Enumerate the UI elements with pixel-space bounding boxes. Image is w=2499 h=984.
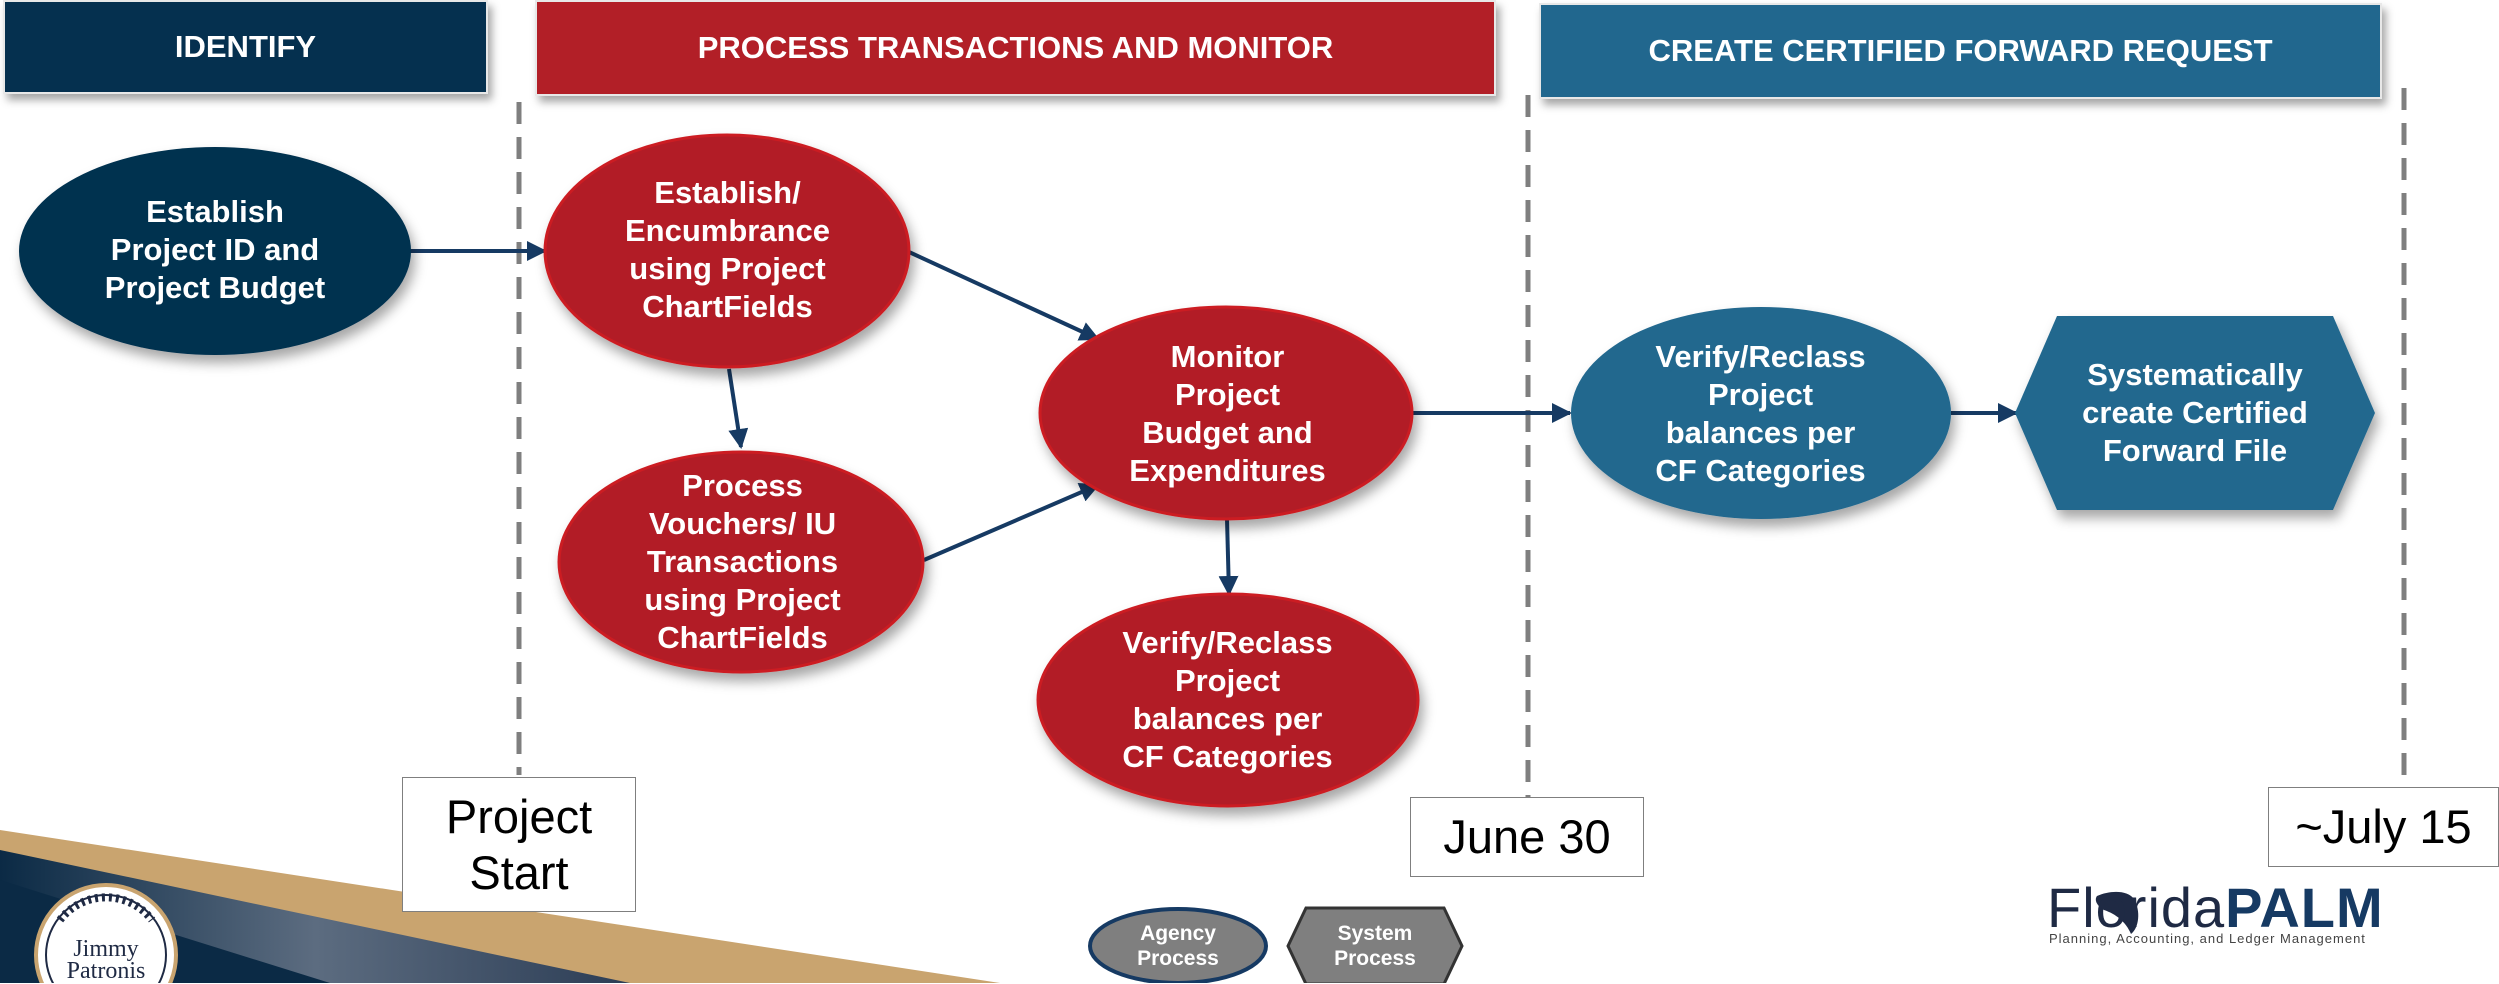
arrow-encumbrance-to-vouchers <box>727 368 749 449</box>
milestone-june-30: June 30 <box>1410 797 1644 877</box>
logo-tagline: Planning, Accounting, and Ledger Managem… <box>2049 931 2366 946</box>
milestone-project-start: Project Start <box>402 777 636 912</box>
arrow-vouchers-to-monitor <box>923 482 1100 562</box>
logo-florida: Florida <box>2047 876 2226 939</box>
cfo-seal-name: Jimmy Patronis <box>66 936 146 984</box>
arrow-monitor-to-verify <box>1218 518 1239 596</box>
cfo-seal <box>34 883 178 983</box>
legend-agency-shape <box>1088 907 1268 983</box>
florida-state-icon <box>2095 891 2139 934</box>
arrow-encumbrance-to-monitor <box>908 250 1100 341</box>
header-certified-forward: CREATE CERTIFIED FORWARD REQUEST <box>1539 3 2382 99</box>
node-monitor: Monitor Project Budget and Expenditures <box>1129 339 1326 488</box>
node-process-vouchers: Process Vouchers/ IU Transactions using … <box>644 468 841 655</box>
node-systematic-shape <box>2015 316 2375 510</box>
node-establish-encumbrance-shape <box>543 133 911 369</box>
florida-palm-logo: FloridaPALM <box>2047 875 2384 940</box>
milestone-july-15: ~July 15 <box>2268 787 2499 867</box>
node-verify-blue-shape <box>1571 307 1951 519</box>
node-systematic: Systematically create Certified Forward … <box>2082 357 2308 468</box>
logo-palm: PALM <box>2225 876 2384 939</box>
node-verify-red-shape <box>1036 592 1420 808</box>
node-verify-red: Verify/Reclass Project balances per CF C… <box>1122 625 1333 774</box>
node-establish-encumbrance: Establish/ Encumbrance using Project Cha… <box>624 175 830 324</box>
node-process-vouchers-shape <box>557 450 925 674</box>
node-establish-project-shape <box>19 147 411 355</box>
header-identify: IDENTIFY <box>3 0 488 94</box>
legend-system-shape <box>1286 906 1464 983</box>
node-verify-blue: Verify/Reclass Project balances per CF C… <box>1655 339 1866 488</box>
header-process-transactions: PROCESS TRANSACTIONS AND MONITOR <box>535 0 1496 96</box>
node-establish-project: Establish Project ID and Project Budget <box>104 194 326 305</box>
legend-agency-process: Agency Process <box>1137 922 1219 970</box>
legend-system-process: System Process <box>1334 922 1416 970</box>
node-monitor-shape <box>1038 305 1414 521</box>
